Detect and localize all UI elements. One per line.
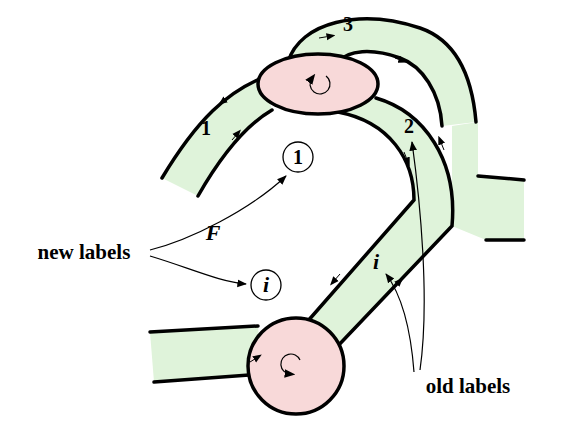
band-label: 1: [201, 118, 211, 138]
label-circle: 1: [282, 141, 314, 173]
label-circle: i: [250, 269, 282, 301]
band-label: 2: [404, 116, 414, 136]
label-text: i: [263, 274, 269, 296]
annotation: old labels: [426, 376, 511, 397]
band-label: 3: [343, 14, 353, 34]
face-label: F: [206, 222, 221, 244]
label-text: 1: [293, 147, 303, 167]
annotation: new labels: [38, 242, 131, 263]
band-label: i: [373, 251, 379, 273]
